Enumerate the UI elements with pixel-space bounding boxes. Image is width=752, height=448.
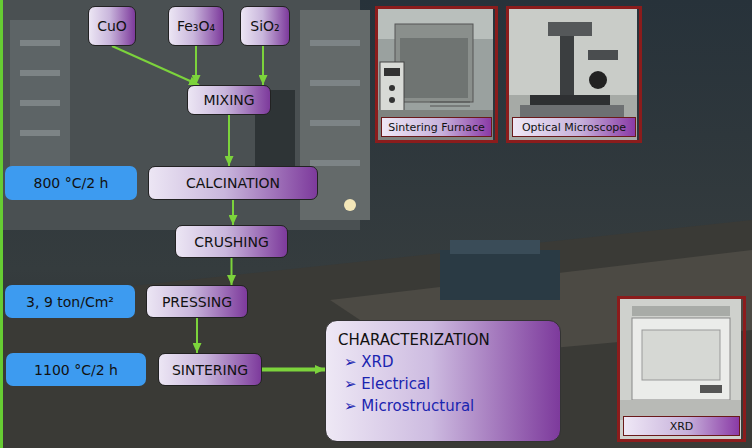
photo-panel: Optical Microscope: [506, 6, 642, 143]
flow-arrow: [196, 318, 198, 353]
parameter-box: 800 °C/2 h: [5, 166, 137, 200]
raw-material-box: SiO₂: [240, 6, 290, 46]
photo-caption: Optical Microscope: [512, 117, 636, 137]
box-label: CALCINATION: [186, 175, 280, 191]
bullet-item: ➢ Electrical: [338, 373, 548, 395]
box-label: 800 °C/2 h: [34, 175, 109, 191]
microscope-photo: [509, 9, 637, 140]
bullet-item: ➢ XRD: [338, 351, 548, 373]
process-box: CRUSHING: [175, 225, 288, 258]
flow-arrow: [231, 258, 233, 285]
furnace-photo: [378, 9, 493, 140]
box-label: SINTERING: [172, 362, 248, 378]
bullet-item: ➢ Microstructural: [338, 395, 548, 417]
characterization-box: CHARACTERIZATION➢ XRD➢ Electrical➢ Micro…: [325, 320, 561, 442]
flow-arrow: [112, 46, 199, 85]
photo-caption: Sintering Furnace: [381, 117, 492, 137]
photo-panel: XRD: [617, 296, 746, 442]
xrd-photo: [620, 299, 741, 439]
process-box: PRESSING: [146, 285, 248, 318]
box-label: CuO: [97, 18, 127, 34]
box-label: 1100 °C/2 h: [34, 362, 118, 378]
parameter-box: 3, 9 ton/Cm²: [5, 285, 135, 318]
raw-material-box: Fe₃O₄: [168, 6, 224, 46]
process-box: CALCINATION: [148, 166, 318, 200]
photo-panel: Sintering Furnace: [375, 6, 498, 143]
process-box: SINTERING: [158, 353, 262, 386]
parameter-box: 1100 °C/2 h: [6, 353, 146, 386]
box-label: CRUSHING: [194, 234, 269, 250]
box-label: SiO₂: [250, 18, 279, 34]
flow-arrow: [195, 46, 197, 85]
raw-material-box: CuO: [88, 6, 136, 46]
box-label: MIXING: [203, 92, 254, 108]
process-box: MIXING: [187, 85, 271, 115]
flow-arrow: [262, 46, 264, 85]
flow-arrow: [228, 115, 230, 166]
box-label: CHARACTERIZATION: [338, 329, 548, 351]
box-label: PRESSING: [162, 294, 232, 310]
photo-caption: XRD: [623, 416, 740, 436]
flow-arrow: [262, 368, 325, 372]
flow-arrow: [232, 200, 234, 225]
box-label: 3, 9 ton/Cm²: [26, 294, 114, 310]
box-label: Fe₃O₄: [177, 18, 215, 34]
